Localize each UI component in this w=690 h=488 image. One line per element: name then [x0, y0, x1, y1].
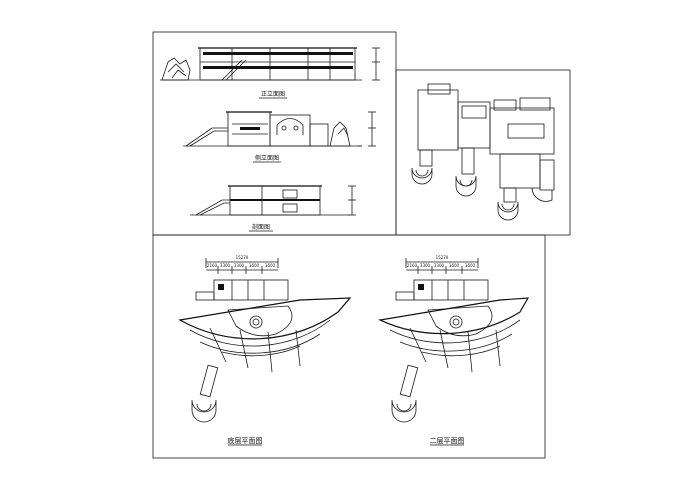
side-elevation-caption: 侧立面图 — [255, 154, 279, 162]
ground-floor-plan-caption: 底层平面图 — [228, 436, 263, 445]
second-floor-plan-caption: 二层平面图 — [430, 437, 465, 445]
plan1-dim-part: 3300 — [234, 263, 245, 268]
plan2-total-dimension: 15270 — [436, 255, 449, 260]
ground-floor-plan-drawing — [178, 258, 352, 423]
plan1-dim-part: 3600 — [249, 263, 260, 268]
plan1-dim-part: 3300 — [220, 263, 231, 268]
plan1-dim-part: 2160 — [207, 263, 218, 268]
section-drawing — [190, 185, 356, 216]
plan2-dim-part: 3600 — [465, 263, 476, 268]
sheet-border-roof-plan — [395, 69, 571, 236]
plan2-dim-part: 3300 — [434, 263, 445, 268]
plan1-dim-part: 3600 — [265, 263, 276, 268]
section-caption: 剖面图 — [252, 223, 270, 231]
plan2-dim-part: 3300 — [420, 263, 431, 268]
plan2-dim-part: 2160 — [407, 263, 418, 268]
plan1-total-dimension: 15270 — [236, 255, 249, 260]
plan2-dimension-parts: 2160 3300 3300 3600 3600 — [407, 263, 476, 268]
roof-plan-drawing — [411, 83, 555, 221]
front-elevation-caption: 正立面图 — [261, 90, 285, 98]
second-floor-plan-drawing — [377, 258, 530, 423]
sheet-border-floor-plans — [152, 234, 546, 459]
plan2-dim-part: 3600 — [449, 263, 460, 268]
front-elevation-drawing — [160, 47, 380, 81]
plan1-dimension-parts: 2160 3300 3300 3600 3600 — [207, 263, 276, 268]
sheet-border-elevations — [152, 31, 397, 236]
side-elevation-drawing — [183, 111, 376, 147]
